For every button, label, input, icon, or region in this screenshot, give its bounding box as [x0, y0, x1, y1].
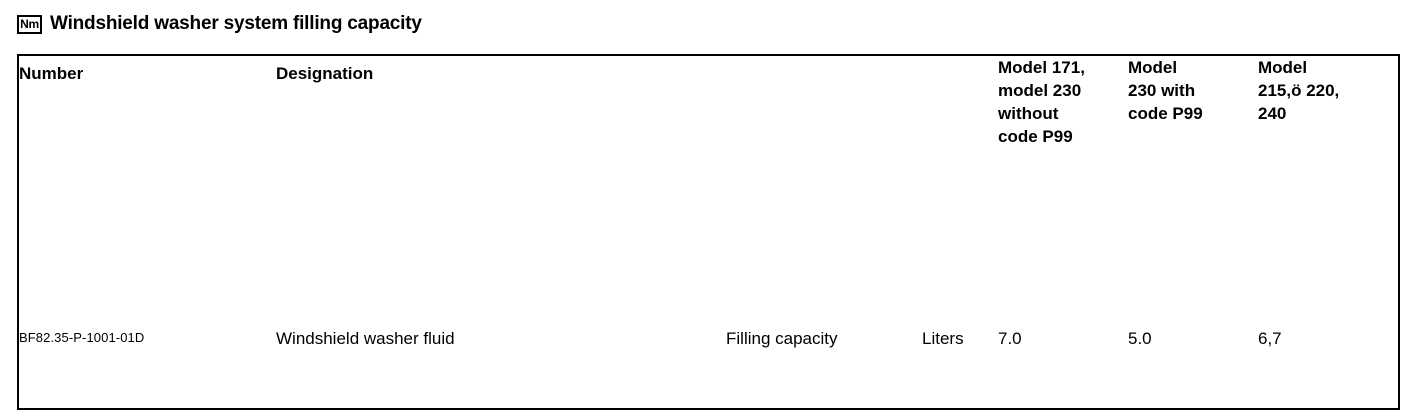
- column-header-model-171-230-without-p99-label: Model 171, model 230 without code P99: [998, 58, 1085, 146]
- value-model-171-230-without-p99-text: 7.0: [998, 329, 1022, 348]
- cell-value-model-215-220-240: 6,7: [1258, 329, 1399, 409]
- column-header-number-label: Number: [19, 64, 84, 83]
- document-title-row: Nm Windshield washer system filling capa…: [17, 11, 422, 37]
- designation-name-text: Windshield washer fluid: [276, 329, 455, 348]
- cell-value-model-171-230-without-p99: 7.0: [998, 329, 1128, 409]
- table-header-row: Number Designation Model 171, model 230 …: [18, 55, 1399, 329]
- designation-unit-text: Liters: [922, 329, 964, 348]
- cell-designation: Windshield washer fluid Filling capacity…: [276, 329, 998, 409]
- cell-number: BF82.35-P-1001-01D: [18, 329, 276, 409]
- value-model-230-with-p99-text: 5.0: [1128, 329, 1152, 348]
- column-header-model-171-230-without-p99: Model 171, model 230 without code P99: [998, 55, 1128, 329]
- cell-value-model-230-with-p99: 5.0: [1128, 329, 1258, 409]
- column-header-designation: Designation: [276, 55, 998, 329]
- table-row: BF82.35-P-1001-01D Windshield washer flu…: [18, 329, 1399, 409]
- column-header-model-215-220-240-label: Model 215,ö 220, 240: [1258, 58, 1340, 123]
- designation-property-text: Filling capacity: [726, 329, 838, 348]
- column-header-model-230-with-p99: Model 230 with code P99: [1128, 55, 1258, 329]
- unit-badge-icon: Nm: [17, 14, 42, 34]
- column-header-model-215-220-240: Model 215,ö 220, 240: [1258, 55, 1399, 329]
- part-number-text: BF82.35-P-1001-01D: [19, 330, 145, 345]
- column-header-number: Number: [18, 55, 276, 329]
- column-header-designation-label: Designation: [276, 64, 374, 83]
- page-title: Windshield washer system filling capacit…: [50, 13, 422, 34]
- column-header-model-230-with-p99-label: Model 230 with code P99: [1128, 58, 1203, 123]
- value-model-215-220-240-text: 6,7: [1258, 329, 1282, 348]
- filling-capacity-table: Number Designation Model 171, model 230 …: [17, 54, 1400, 410]
